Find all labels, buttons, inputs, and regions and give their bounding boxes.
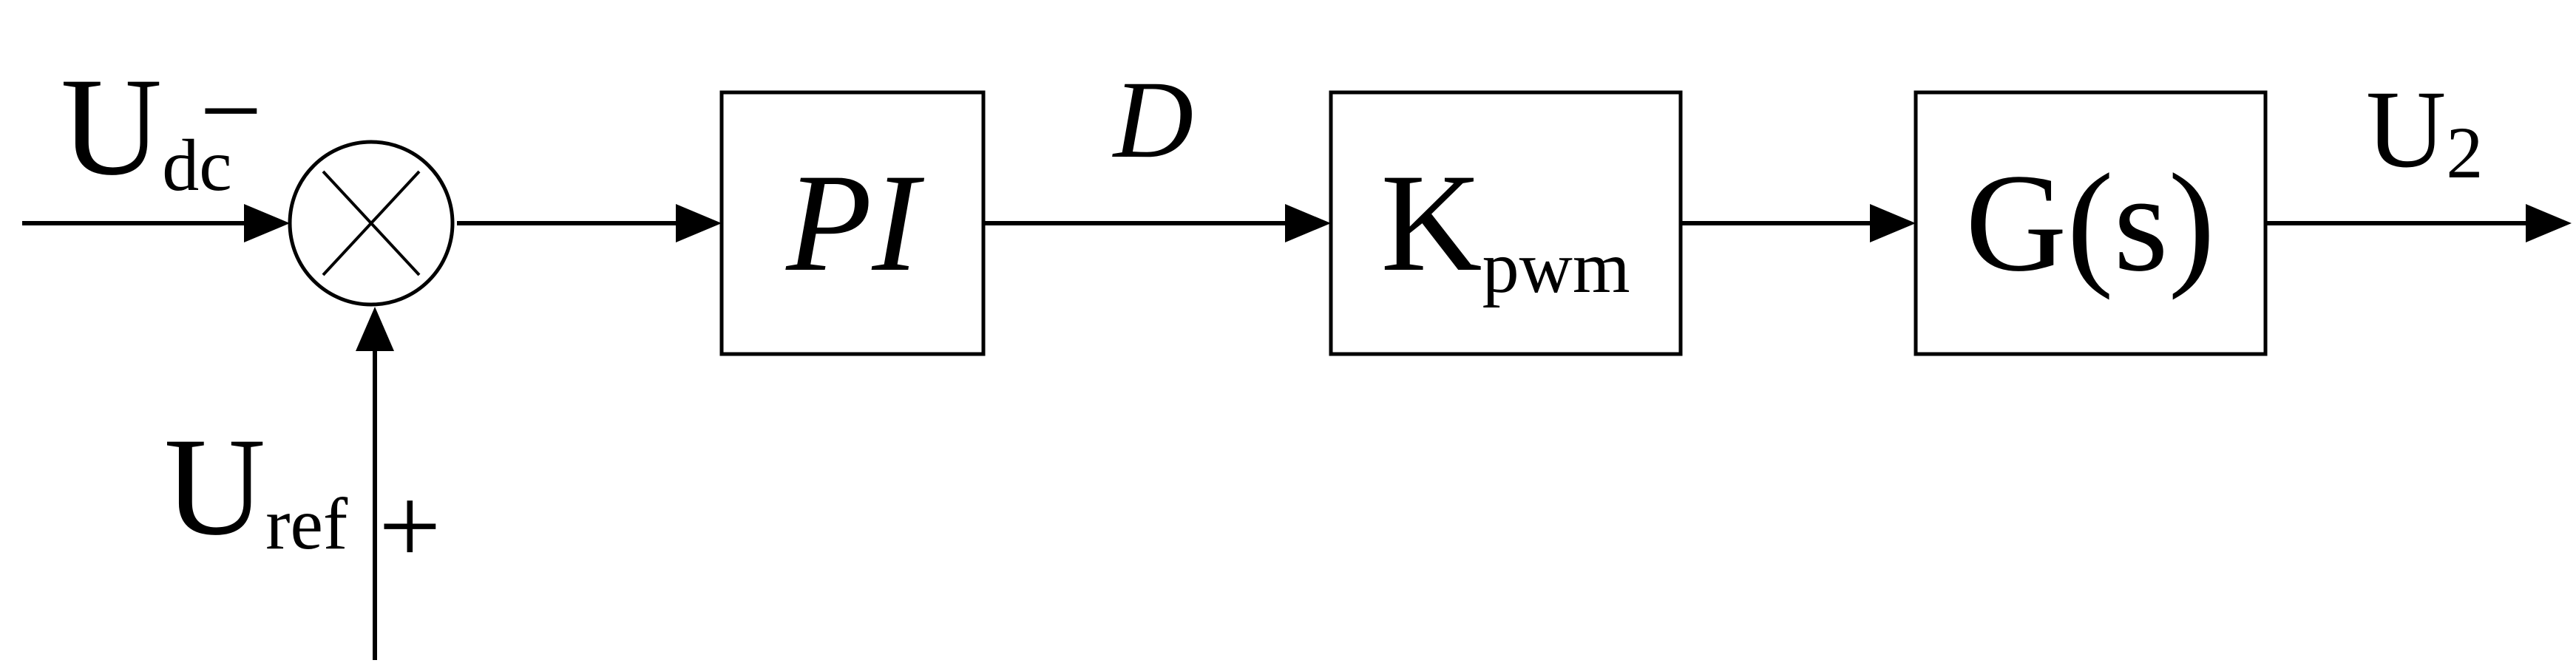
feedback-label: Udc (61, 50, 232, 206)
feedback-label-sub: dc (162, 124, 231, 206)
duty-arrowhead (1285, 204, 1331, 242)
duty-label: D (1112, 58, 1193, 181)
plant-block (1914, 90, 2268, 356)
pi-block-label: PI (784, 146, 924, 301)
output-arrowhead (2526, 204, 2572, 242)
reference-sign: + (379, 465, 441, 588)
output-label-main: U (2366, 68, 2446, 191)
kpwm-label-main: K (1380, 146, 1482, 301)
kpwm-block-label: Kpwm (1380, 146, 1630, 308)
reference-arrowhead (356, 307, 394, 351)
output-label-sub: 2 (2446, 112, 2483, 194)
kpwm-label-sub: pwm (1482, 226, 1630, 308)
plant-block-label: G(s) (1965, 146, 2215, 301)
reference-label: Uref (164, 409, 348, 565)
reference-label-sub: ref (265, 483, 348, 565)
reference-label-main: U (164, 409, 265, 565)
output-label: U2 (2366, 68, 2483, 194)
summing-cross-b (322, 170, 421, 276)
feedback-sign: − (200, 50, 262, 172)
error-arrowhead (676, 204, 722, 242)
kpwm-out-arrowhead (1870, 204, 1916, 242)
feedback-arrowhead (244, 204, 290, 242)
feedback-label-main: U (61, 50, 162, 205)
